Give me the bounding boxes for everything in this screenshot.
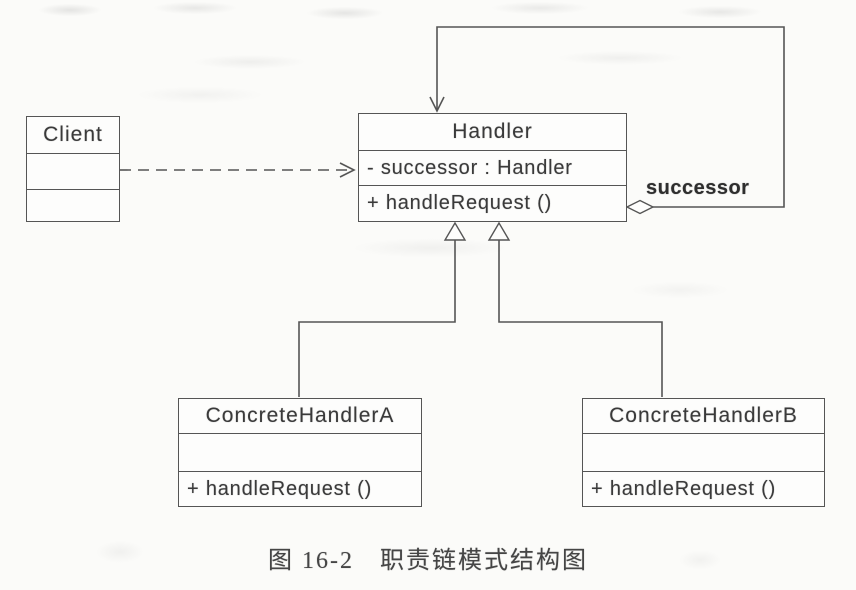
class-box-concrete-handler-b: ConcreteHandlerB + handleRequest () bbox=[582, 398, 825, 507]
concrete-handler-b-class-name: ConcreteHandlerB bbox=[609, 404, 798, 427]
aggregation-diamond-icon bbox=[625, 199, 655, 215]
inheritance-concrete-a-to-handler bbox=[298, 221, 467, 397]
client-methods-compartment bbox=[27, 189, 119, 221]
client-attributes-compartment bbox=[27, 153, 119, 189]
class-box-concrete-handler-a: ConcreteHandlerA + handleRequest () bbox=[178, 398, 422, 507]
inheritance-concrete-b-to-handler bbox=[487, 221, 663, 397]
concrete-handler-a-method-handle-request: + handleRequest () bbox=[179, 471, 421, 506]
concrete-handler-b-method-handle-request: + handleRequest () bbox=[583, 471, 824, 506]
open-arrowhead-icon bbox=[429, 96, 445, 113]
figure-caption: 图 16-2 职责链模式结构图 bbox=[268, 548, 588, 574]
open-arrowhead-icon bbox=[339, 162, 356, 178]
class-box-client: Client bbox=[26, 116, 120, 222]
concrete-handler-b-attributes-compartment bbox=[583, 433, 824, 471]
class-box-handler: Handler - successor : Handler + handleRe… bbox=[358, 113, 627, 222]
dependency-arrow-client-to-handler bbox=[120, 162, 356, 178]
inheritance-triangle-icon bbox=[443, 221, 467, 241]
handler-method-handle-request: + handleRequest () bbox=[359, 185, 626, 221]
inheritance-line-a bbox=[298, 240, 456, 397]
inheritance-triangle-icon bbox=[487, 221, 511, 241]
association-label-successor: successor bbox=[646, 177, 750, 199]
concrete-handler-a-class-name: ConcreteHandlerA bbox=[205, 404, 395, 427]
concrete-handler-a-attributes-compartment bbox=[179, 433, 421, 471]
handler-class-name: Handler bbox=[452, 120, 533, 143]
inheritance-line-b bbox=[498, 240, 663, 397]
client-class-name: Client bbox=[43, 123, 103, 146]
handler-attribute-successor: - successor : Handler bbox=[359, 150, 626, 185]
